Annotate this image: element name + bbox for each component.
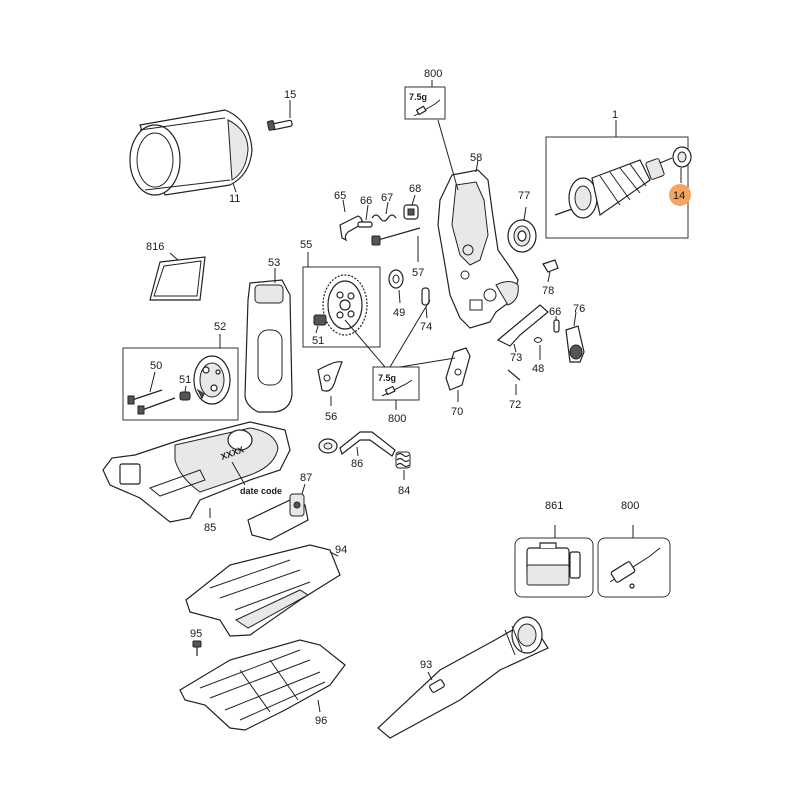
label-52: 52 <box>214 321 226 333</box>
label-800-mid: 800 <box>388 413 406 425</box>
grease-leader-top <box>437 119 459 191</box>
grease-quantity-top: 7.5g <box>409 92 427 102</box>
part-67-spring <box>371 201 397 222</box>
part-51-bushing-b <box>313 314 327 334</box>
part-66-pin-a <box>357 204 373 228</box>
part-48-spring <box>533 337 543 360</box>
label-15: 15 <box>284 89 296 101</box>
part-55-gear <box>322 274 368 336</box>
part-77-bearing <box>507 206 537 253</box>
label-77: 77 <box>518 190 530 202</box>
label-66-b: 66 <box>549 306 561 318</box>
label-96: 96 <box>315 715 327 727</box>
part-800-grease-box-bottom <box>597 537 671 598</box>
label-1: 1 <box>612 109 618 121</box>
part-50-screws <box>127 371 176 415</box>
label-65: 65 <box>334 190 346 202</box>
label-85: 85 <box>204 522 216 534</box>
label-55: 55 <box>300 239 312 251</box>
part-68-clip <box>403 194 419 220</box>
label-861: 861 <box>545 500 563 512</box>
part-84-spring <box>395 451 411 480</box>
label-66-a: 66 <box>360 195 372 207</box>
label-800-top: 800 <box>424 68 442 80</box>
label-68: 68 <box>409 183 421 195</box>
label-72: 72 <box>509 399 521 411</box>
part-816-label <box>149 252 206 301</box>
part-861-carrying-case <box>526 542 581 586</box>
grease-leader-mid-b <box>389 299 431 368</box>
label-800-bottom: 800 <box>621 500 639 512</box>
part-94-shoe-plate <box>185 544 341 637</box>
label-70: 70 <box>451 406 463 418</box>
label-58: 58 <box>470 152 482 164</box>
part-73-lever <box>496 304 549 353</box>
label-53: 53 <box>268 257 280 269</box>
part-86-hex-key <box>318 431 396 457</box>
part-65-lever <box>339 199 363 242</box>
label-84: 84 <box>398 485 410 497</box>
label-95: 95 <box>190 628 202 640</box>
label-51-b: 51 <box>312 335 324 347</box>
part-74-pin <box>421 287 430 319</box>
part-66-pin-b <box>553 316 560 333</box>
label-816: 816 <box>146 241 164 253</box>
part-53-slider-plate <box>244 268 293 413</box>
part-93-dust-nozzle <box>377 616 549 739</box>
label-86: 86 <box>351 458 363 470</box>
part-800-grease-box-mid <box>372 366 420 401</box>
part-57-screw <box>371 227 421 262</box>
label-78: 78 <box>542 285 554 297</box>
label-57: 57 <box>412 267 424 279</box>
part-95-screw <box>192 640 202 656</box>
part-14-highlight-marker <box>669 184 691 206</box>
grease-quantity-mid: 7.5g <box>378 373 396 383</box>
label-50: 50 <box>150 360 162 372</box>
grease-leader-mid-a <box>344 319 386 368</box>
label-93: 93 <box>420 659 432 671</box>
part-800-grease-tube <box>609 547 661 589</box>
label-76: 76 <box>573 303 585 315</box>
part-85-base-housing <box>102 421 291 523</box>
label-56: 56 <box>325 411 337 423</box>
part-52-plate <box>193 355 231 405</box>
label-73: 73 <box>510 352 522 364</box>
part-72-pin <box>507 369 521 395</box>
part-56-counterweight <box>317 361 343 406</box>
date-code-leader <box>231 461 246 486</box>
part-15-screw <box>266 100 293 131</box>
part-87-switch <box>247 483 309 541</box>
part-1-armature <box>554 157 673 219</box>
part-58-housing <box>437 159 519 329</box>
part-78-clip <box>542 259 559 283</box>
label-94: 94 <box>335 544 347 556</box>
label-74: 74 <box>420 321 432 333</box>
part-70-blade-holder <box>445 347 471 402</box>
label-11: 11 <box>229 193 240 205</box>
date-code-label: date code <box>240 486 282 496</box>
part-49-washer <box>388 269 404 304</box>
part-11-nose-housing <box>129 109 253 196</box>
label-87: 87 <box>300 472 312 484</box>
label-48: 48 <box>532 363 544 375</box>
label-67: 67 <box>381 192 393 204</box>
part-51-bushing-a <box>179 385 191 401</box>
label-49: 49 <box>393 307 405 319</box>
part-96-base-shoe <box>179 639 346 731</box>
label-51-a: 51 <box>179 374 191 386</box>
part-76-knob <box>565 311 585 363</box>
part-14-bearing <box>672 146 692 183</box>
part-800-grease-box-top <box>404 86 446 120</box>
label-14: 14 <box>673 190 685 202</box>
grease-leader-mid-c <box>399 357 456 368</box>
